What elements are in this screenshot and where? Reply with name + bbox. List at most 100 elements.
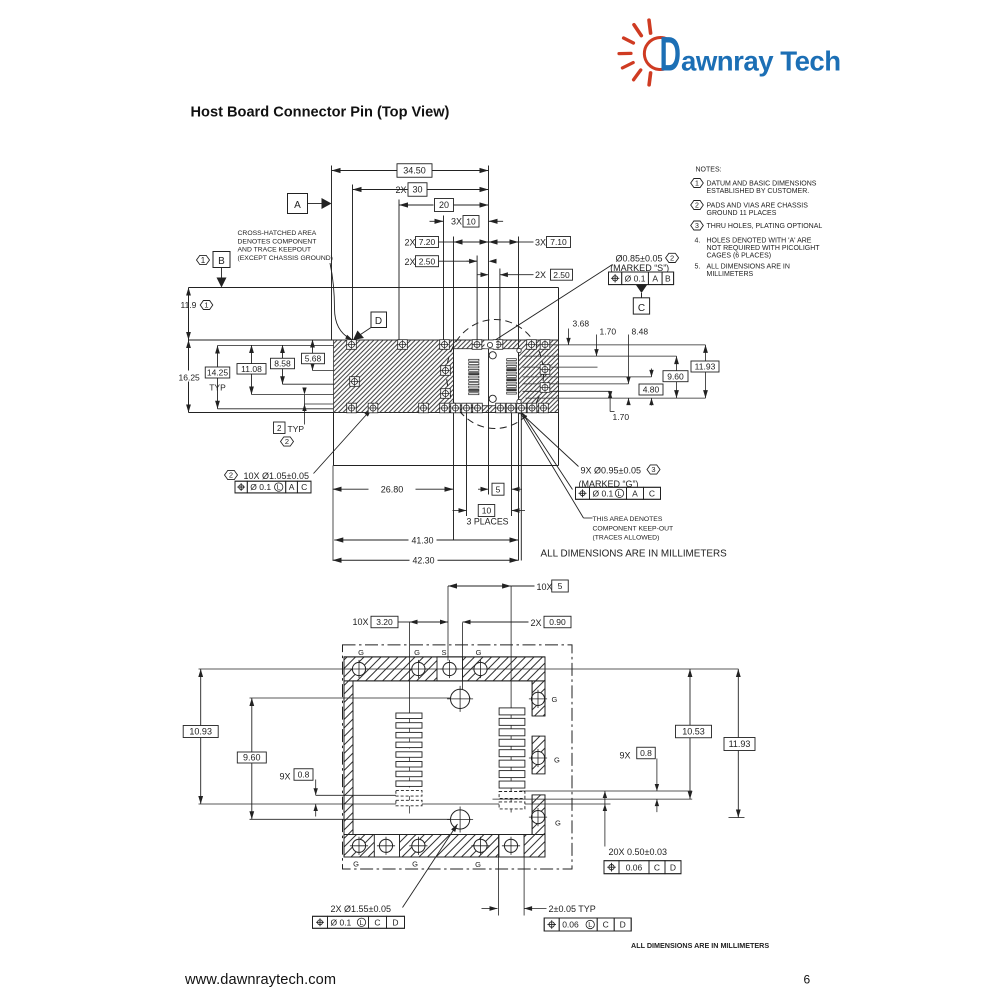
svg-text:14.25: 14.25 — [207, 368, 229, 378]
svg-text:THRU HOLES, PLATING OPTIONAL: THRU HOLES, PLATING OPTIONAL — [707, 223, 823, 230]
svg-text:MILLIMETERS: MILLIMETERS — [707, 271, 754, 278]
svg-text:C: C — [374, 917, 380, 927]
svg-text:4.80: 4.80 — [643, 385, 660, 395]
svg-text:DATUM AND BASIC DIMENSIONS: DATUM AND BASIC DIMENSIONS — [707, 181, 817, 188]
svg-text:Ø 0.1: Ø 0.1 — [593, 488, 614, 498]
svg-text:11.08: 11.08 — [241, 364, 262, 374]
svg-text:2: 2 — [695, 203, 699, 210]
svg-text:10X: 10X — [353, 617, 369, 627]
svg-text:NOT REQUIRED WITH PICOLIGHT: NOT REQUIRED WITH PICOLIGHT — [707, 245, 821, 252]
svg-text:3X: 3X — [535, 238, 546, 248]
svg-text:TYP: TYP — [288, 424, 305, 434]
svg-text:2X: 2X — [535, 270, 546, 280]
svg-text:10: 10 — [482, 506, 492, 516]
svg-text:(MARKED “S”): (MARKED “S”) — [610, 263, 669, 273]
svg-text:Ø0.85±0.05: Ø0.85±0.05 — [616, 254, 663, 264]
svg-text:A: A — [289, 482, 295, 492]
svg-text:10X Ø1.05±0.05: 10X Ø1.05±0.05 — [244, 471, 310, 481]
svg-text:3 PLACES: 3 PLACES — [467, 517, 509, 527]
svg-text:9X Ø0.95±0.05: 9X Ø0.95±0.05 — [581, 466, 641, 476]
svg-text:2.50: 2.50 — [419, 256, 436, 266]
svg-text:1.70: 1.70 — [613, 412, 630, 422]
svg-text:D: D — [670, 862, 676, 872]
svg-text:42.30: 42.30 — [412, 556, 434, 566]
svg-text:G: G — [358, 648, 364, 657]
svg-text:8.48: 8.48 — [632, 327, 649, 337]
svg-text:11.93: 11.93 — [695, 362, 716, 372]
svg-text:20: 20 — [439, 200, 449, 210]
svg-text:7.20: 7.20 — [419, 237, 436, 247]
svg-text:GROUND 11 PLACES: GROUND 11 PLACES — [707, 210, 777, 217]
svg-text:1: 1 — [695, 181, 699, 188]
svg-text:41.30: 41.30 — [411, 536, 433, 546]
svg-text:Ø 0.1: Ø 0.1 — [331, 917, 352, 927]
svg-text:D: D — [620, 920, 626, 930]
svg-text:1: 1 — [201, 256, 206, 265]
svg-text:8.58: 8.58 — [274, 359, 291, 369]
svg-text:(TRACES ALLOWED): (TRACES ALLOWED) — [593, 535, 660, 542]
svg-text:DENOTES COMPONENT: DENOTES COMPONENT — [238, 238, 317, 245]
svg-text:NOTES:: NOTES: — [696, 167, 722, 174]
svg-text:C: C — [301, 482, 307, 492]
svg-text:G: G — [475, 860, 481, 869]
svg-text:16.25: 16.25 — [179, 373, 201, 383]
svg-text:COMPONENT KEEP-OUT: COMPONENT KEEP-OUT — [593, 525, 674, 532]
svg-text:G: G — [353, 860, 359, 869]
svg-text:2: 2 — [285, 437, 289, 446]
svg-text:ALL DIMENSIONS ARE IN: ALL DIMENSIONS ARE IN — [707, 264, 790, 271]
svg-text:3: 3 — [651, 465, 655, 474]
svg-text:C: C — [649, 488, 655, 498]
svg-text:A: A — [652, 273, 658, 283]
svg-text:D: D — [392, 917, 398, 927]
svg-text:11.93: 11.93 — [729, 739, 751, 749]
svg-text:G: G — [414, 648, 420, 657]
svg-text:ALL DIMENSIONS ARE IN MILLIMET: ALL DIMENSIONS ARE IN MILLIMETERS — [631, 941, 769, 950]
svg-text:9.60: 9.60 — [667, 371, 684, 381]
svg-text:2X Ø1.55±0.05: 2X Ø1.55±0.05 — [331, 904, 391, 914]
svg-text:20X 0.50±0.03: 20X 0.50±0.03 — [609, 847, 668, 857]
svg-text:G: G — [412, 860, 418, 869]
svg-text:TYP: TYP — [209, 383, 226, 393]
svg-text:CROSS-HATCHED AREA: CROSS-HATCHED AREA — [238, 230, 317, 237]
svg-text:G: G — [554, 756, 560, 765]
svg-text:C: C — [654, 862, 660, 872]
svg-text:3: 3 — [695, 223, 699, 230]
svg-text:10: 10 — [466, 216, 476, 226]
svg-text:5.68: 5.68 — [305, 354, 322, 364]
svg-text:1.70: 1.70 — [600, 327, 617, 337]
svg-text:10.53: 10.53 — [682, 727, 705, 737]
svg-text:0.06: 0.06 — [626, 862, 643, 872]
svg-text:L: L — [277, 485, 281, 492]
svg-text:0.90: 0.90 — [549, 617, 566, 627]
svg-text:1: 1 — [204, 301, 208, 310]
svg-text:www.dawnraytech.com: www.dawnraytech.com — [184, 972, 336, 988]
svg-text:2.50: 2.50 — [553, 270, 570, 280]
svg-text:2X: 2X — [531, 618, 542, 628]
svg-text:9X: 9X — [620, 751, 631, 761]
svg-text:PADS AND VIAS ARE CHASSIS: PADS AND VIAS ARE CHASSIS — [707, 203, 809, 210]
svg-text:ESTABLISHED BY CUSTOMER.: ESTABLISHED BY CUSTOMER. — [707, 188, 810, 195]
svg-text:10X: 10X — [537, 582, 553, 592]
svg-text:Host Board Connector Pin (Top: Host Board Connector Pin (Top View) — [191, 105, 450, 121]
svg-text:6: 6 — [804, 973, 811, 987]
svg-text:2: 2 — [277, 424, 282, 433]
svg-text:7.10: 7.10 — [550, 237, 567, 247]
svg-text:9X: 9X — [280, 772, 291, 782]
svg-text:2X: 2X — [396, 185, 407, 195]
svg-text:2X: 2X — [405, 238, 416, 248]
svg-text:0.06: 0.06 — [562, 920, 579, 930]
svg-text:A: A — [294, 200, 301, 211]
svg-text:B: B — [218, 256, 225, 267]
svg-text:C: C — [638, 303, 645, 314]
svg-text:AND TRACE KEEPOUT: AND TRACE KEEPOUT — [238, 247, 312, 254]
svg-text:awnray Tech: awnray Tech — [681, 46, 841, 77]
svg-text:C: C — [603, 920, 609, 930]
svg-text:5.: 5. — [695, 264, 701, 271]
svg-text:L: L — [360, 920, 364, 927]
svg-text:THIS AREA DENOTES: THIS AREA DENOTES — [593, 516, 663, 523]
svg-text:S: S — [441, 648, 446, 657]
svg-text:(EXCEPT CHASSIS GROUND): (EXCEPT CHASSIS GROUND) — [238, 255, 333, 262]
svg-text:G: G — [552, 695, 558, 704]
svg-text:30: 30 — [412, 185, 422, 195]
svg-text:9.60: 9.60 — [243, 753, 261, 763]
